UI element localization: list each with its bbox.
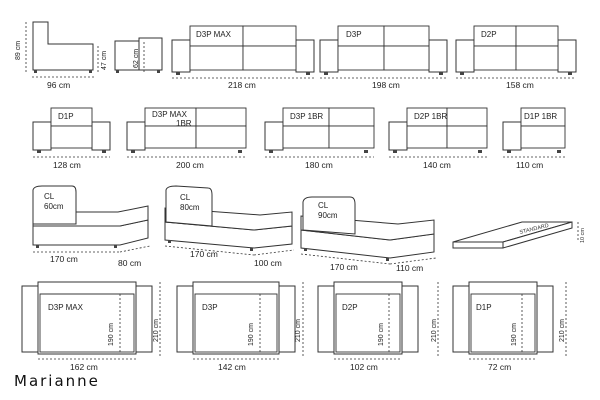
chaise-length-label: 170 cm	[190, 249, 218, 259]
bed-width-label: 102 cm	[350, 362, 378, 372]
model-label: D2P	[481, 30, 497, 39]
width-label: 198 cm	[372, 80, 400, 90]
model-label-line2: 1BR	[176, 119, 192, 128]
side-profile: 89 cm 47 cm 96 cm	[15, 21, 108, 90]
bed-d3p-max: D3P MAX 190 cm 210 cm 162 cm	[21, 281, 161, 372]
sofa-front-d2p: D2P 158 cm	[455, 25, 577, 90]
bed-model-label: D3P	[202, 303, 218, 312]
chaise-length-label: 170 cm	[50, 254, 78, 264]
chaise-60: CL 60cm 170 cm 80 cm	[32, 185, 151, 268]
bed-d1p: D1P 190 cm 210 cm 72 cm	[452, 281, 567, 372]
sofa-front-d3p: D3P 198 cm	[319, 25, 448, 90]
chaise-length-label: 170 cm	[330, 262, 358, 272]
bed-sleep-length-label: 190 cm	[108, 323, 115, 346]
mattress-standard: STANDARD 10 cm	[452, 221, 586, 249]
width-label: 128 cm	[53, 160, 81, 170]
model-label: D3P	[346, 30, 362, 39]
chaise-label: CL	[318, 201, 329, 210]
width-label: 218 cm	[228, 80, 256, 90]
bed-sleep-length-label: 190 cm	[511, 323, 518, 346]
bed-model-label: D2P	[342, 303, 358, 312]
bed-model-label: D3P MAX	[48, 303, 84, 312]
bed-width-label: 72 cm	[488, 362, 511, 372]
bed-open-length-label: 210 cm	[153, 319, 160, 342]
bed-open-length-label: 210 cm	[295, 319, 302, 342]
sofa-front-d3p-1br: D3P 1BR 180 cm	[264, 107, 375, 170]
chaise-seat-label: 60cm	[44, 202, 64, 211]
mattress-thickness-label: 10 cm	[580, 228, 586, 243]
model-label: D1P	[58, 112, 74, 121]
model-label: D1P 1BR	[524, 112, 557, 121]
chaise-label: CL	[44, 192, 55, 201]
bed-model-label: D1P	[476, 303, 492, 312]
bed-sleep-length-label: 190 cm	[378, 323, 385, 346]
side-height-label: 89 cm	[15, 41, 22, 60]
armrest-width-label: 62 cm	[133, 49, 140, 68]
bed-width-label: 162 cm	[70, 362, 98, 372]
width-label: 180 cm	[305, 160, 333, 170]
width-label: 110 cm	[516, 160, 543, 170]
armrest-module: 62 cm	[114, 37, 163, 73]
width-label: 200 cm	[176, 160, 204, 170]
sofa-front-d2p-1br: D2P 1BR 140 cm	[388, 107, 488, 170]
brand-name: Marianne	[14, 372, 100, 390]
chaise-80: CL 80cm 170 cm 100 cm	[164, 185, 295, 268]
side-seat-height-label: 47 cm	[101, 51, 108, 70]
chaise-width-label: 100 cm	[254, 258, 282, 268]
sofa-front-d1p-1br: D1P 1BR 110 cm	[502, 107, 566, 170]
model-label: D3P MAX	[196, 30, 232, 39]
side-depth-label: 96 cm	[47, 80, 70, 90]
chaise-width-label: 80 cm	[118, 258, 141, 268]
model-label-line1: D3P MAX	[152, 110, 188, 119]
width-label: 140 cm	[423, 160, 451, 170]
chaise-90: CL 90cm 170 cm 110 cm	[300, 196, 437, 273]
bed-width-label: 142 cm	[218, 362, 246, 372]
chaise-seat-label: 90cm	[318, 211, 338, 220]
width-label: 158 cm	[506, 80, 534, 90]
sofa-front-d3p-max-1br: D3P MAX 1BR 200 cm	[126, 107, 247, 170]
model-label: D3P 1BR	[290, 112, 323, 121]
bed-sleep-length-label: 190 cm	[248, 323, 255, 346]
chaise-seat-label: 80cm	[180, 203, 200, 212]
sofa-front-d3p-max: D3P MAX 218 cm	[171, 25, 315, 90]
bed-d3p: D3P 190 cm 210 cm 142 cm	[176, 281, 304, 372]
bed-open-length-label: 210 cm	[559, 319, 566, 342]
bed-d2p: D2P 190 cm 210 cm 102 cm	[317, 281, 439, 372]
bed-open-length-label: 210 cm	[431, 319, 438, 342]
chaise-width-label: 110 cm	[396, 263, 423, 273]
model-label: D2P 1BR	[414, 112, 447, 121]
chaise-label: CL	[180, 193, 191, 202]
sofa-front-d1p: D1P 128 cm	[32, 107, 111, 170]
